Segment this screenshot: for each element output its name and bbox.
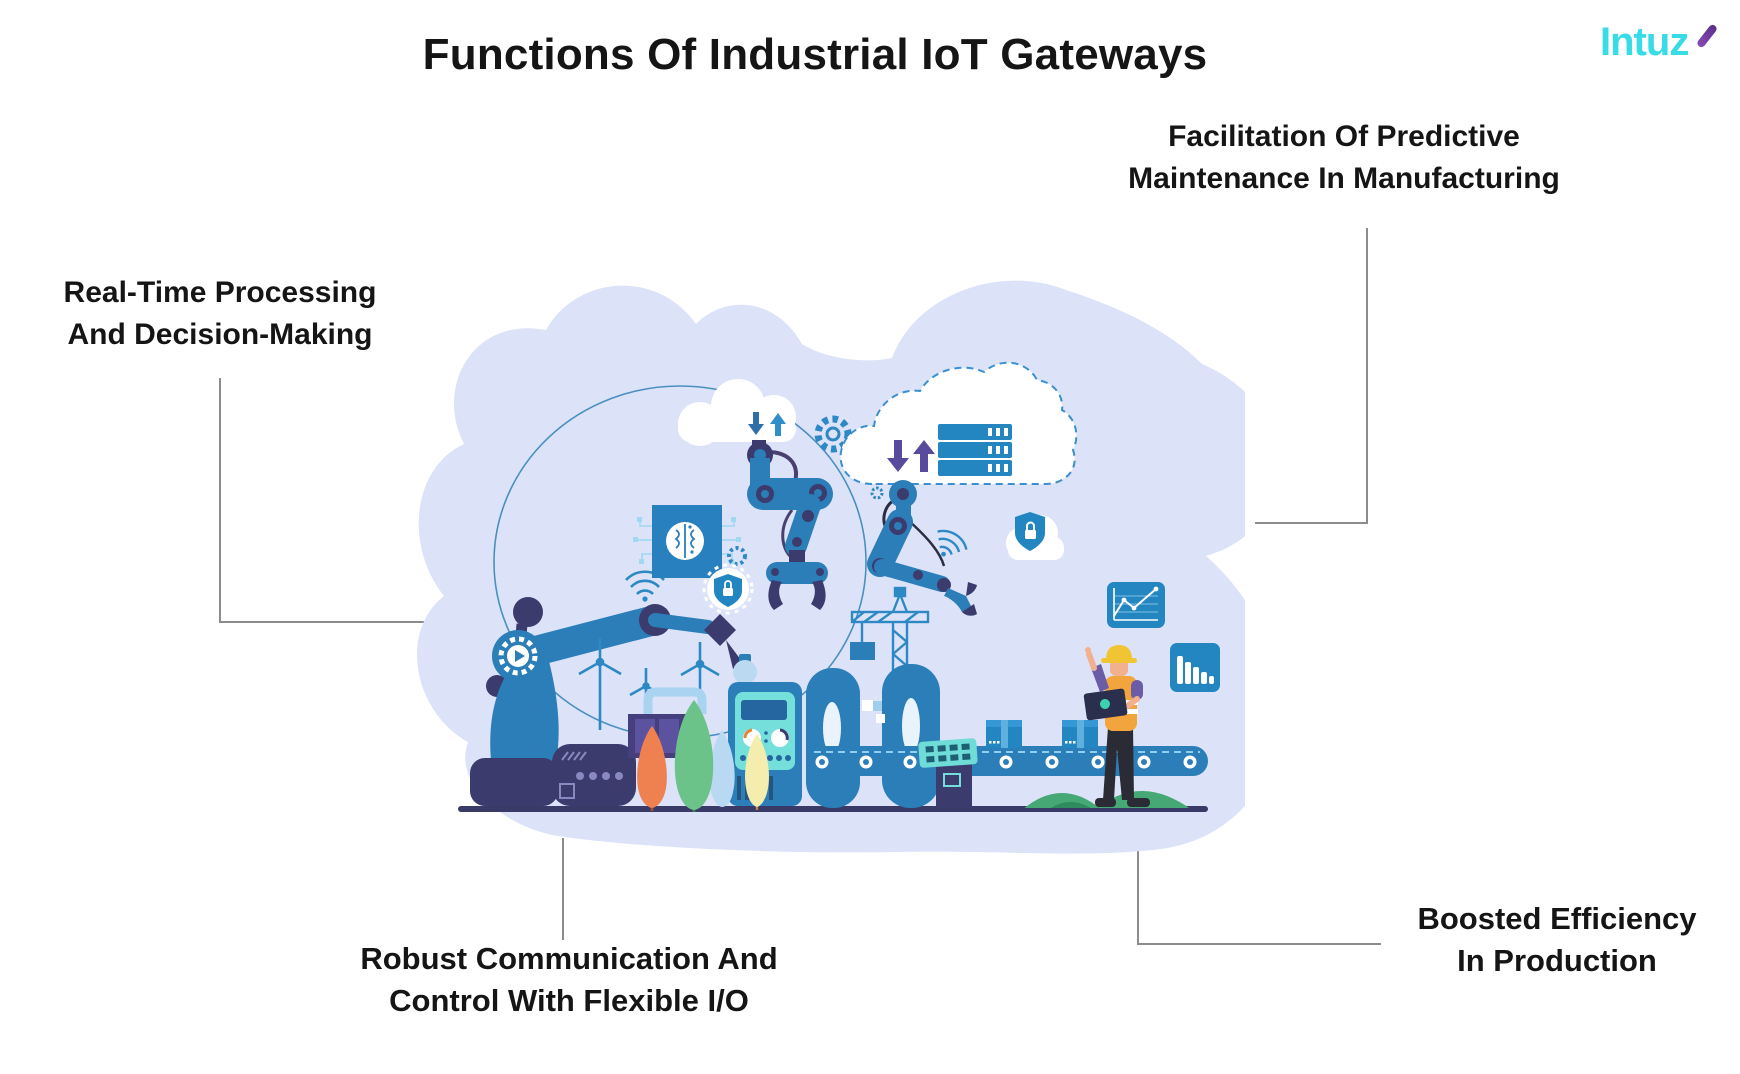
ground-line bbox=[458, 806, 1208, 812]
pipe-arch bbox=[643, 687, 707, 714]
tree-orange bbox=[637, 726, 667, 808]
robot-arm-center bbox=[747, 440, 833, 610]
iot-factory-illustration bbox=[417, 280, 1245, 854]
logo-z-slash bbox=[1695, 23, 1719, 49]
sync-arrows bbox=[748, 412, 786, 436]
label-line: And Decision-Making bbox=[67, 318, 373, 351]
intuz-logo: Intuz bbox=[1600, 20, 1720, 76]
keypad-console bbox=[918, 738, 978, 808]
cloud-shield-icon bbox=[1006, 512, 1064, 560]
worker-legs bbox=[1103, 727, 1134, 800]
connector-boosted-vertical bbox=[1137, 843, 1139, 944]
label-predictive-maintenance: Facilitation Of Predictive Maintenance I… bbox=[1072, 116, 1616, 200]
tree-blue bbox=[709, 730, 735, 807]
robot-arm-right bbox=[867, 480, 977, 616]
conveyor-boxes bbox=[986, 720, 1098, 748]
connector-boosted-horizontal bbox=[1137, 943, 1381, 945]
connector-facilitation-vertical bbox=[1366, 228, 1368, 524]
label-line: Maintenance In Manufacturing bbox=[1128, 162, 1560, 195]
worker-hard-hat bbox=[1106, 645, 1132, 660]
server-rack-icon bbox=[938, 424, 1012, 476]
label-line: Control With Flexible I/O bbox=[389, 983, 749, 1018]
wifi-icon-right bbox=[937, 529, 968, 557]
label-line: Boosted Efficiency bbox=[1417, 901, 1697, 936]
conveyor-belt bbox=[806, 746, 1208, 776]
label-boosted-efficiency: Boosted Efficiency In Production bbox=[1377, 898, 1737, 982]
trees bbox=[637, 700, 769, 812]
gear-icon bbox=[814, 415, 852, 453]
tree-green bbox=[674, 700, 714, 810]
line-chart-icon bbox=[1107, 582, 1165, 628]
worker-head bbox=[1110, 659, 1128, 676]
machine-console-navy bbox=[552, 744, 636, 806]
cloud-server-icon bbox=[839, 361, 1078, 485]
label-line: In Production bbox=[1457, 943, 1657, 978]
label-robust-communication: Robust Communication And Control With Fl… bbox=[319, 938, 819, 1022]
robot-arm-left bbox=[470, 570, 751, 806]
connector-robust-vertical bbox=[562, 838, 564, 940]
tree-yellow bbox=[745, 734, 769, 807]
label-line: Real-Time Processing bbox=[63, 276, 377, 309]
cloud-sync-icon bbox=[678, 379, 796, 446]
label-line: Robust Communication And bbox=[360, 941, 778, 976]
worker-laptop bbox=[1083, 688, 1128, 721]
box bbox=[986, 720, 1022, 748]
bar-chart-icon bbox=[1170, 643, 1220, 692]
worker-arm-raised bbox=[1091, 664, 1109, 692]
conveyor-rollers bbox=[815, 755, 1197, 769]
label-line: Facilitation Of Predictive bbox=[1168, 120, 1520, 153]
logo-text: Intu bbox=[1600, 20, 1670, 64]
box bbox=[1062, 720, 1098, 748]
shield-badge-icon bbox=[702, 546, 754, 615]
page-title: Functions Of Industrial IoT Gateways bbox=[422, 30, 1208, 79]
connector-facilitation-horizontal bbox=[1255, 522, 1368, 524]
logo-z: z bbox=[1669, 20, 1689, 64]
connector-realtime-vertical bbox=[219, 378, 221, 623]
data-transfer-arrows bbox=[887, 440, 935, 472]
worker bbox=[1083, 645, 1150, 807]
label-realtime-processing: Real-Time Processing And Decision-Making bbox=[16, 272, 424, 356]
connector-realtime-horizontal bbox=[219, 621, 456, 623]
crane bbox=[850, 586, 930, 678]
ai-chip-icon bbox=[633, 505, 741, 578]
